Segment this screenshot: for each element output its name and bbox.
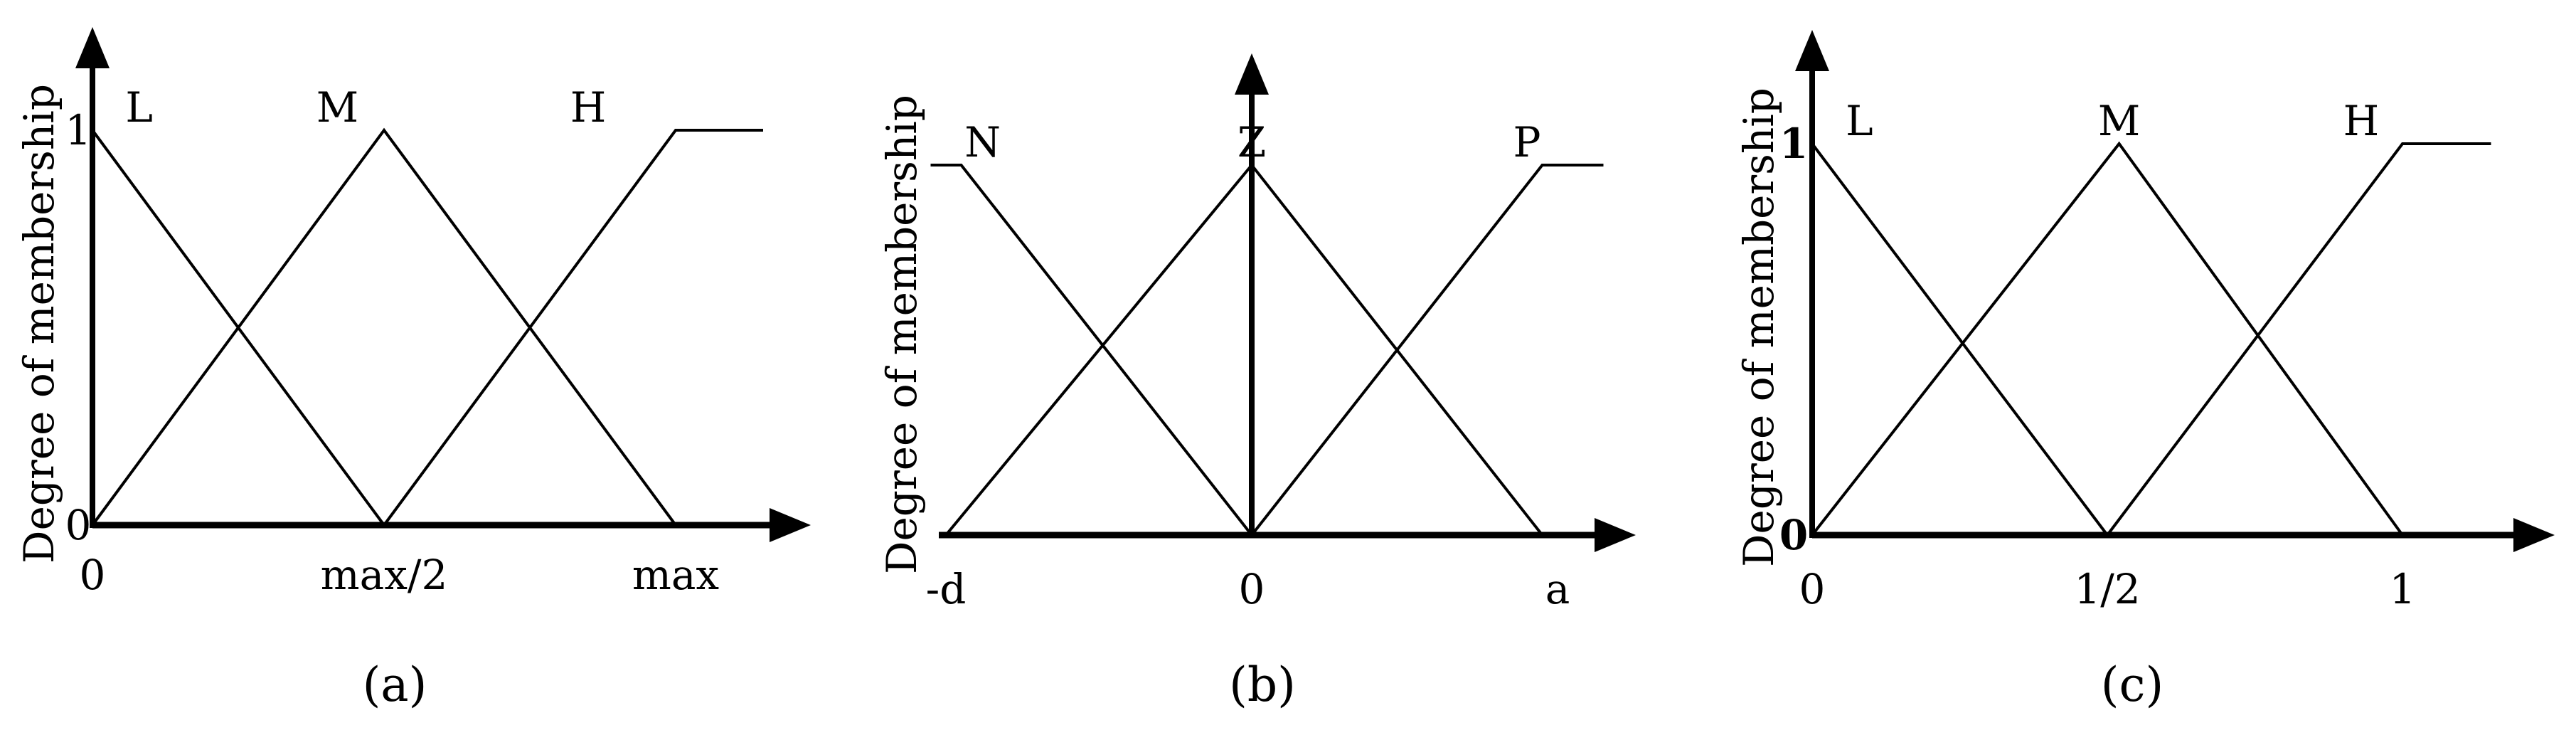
series-label-L: L [125, 83, 153, 132]
x-tick-label: max [632, 551, 719, 599]
series-line-L [1811, 142, 2109, 536]
x-tick-label: -d [926, 565, 967, 613]
x-axis-arrow [770, 508, 811, 542]
x-tick-label: 0 [80, 551, 106, 599]
y-tick-label: 1 [1779, 120, 1808, 168]
series-label-H: H [2343, 97, 2380, 145]
x-tick-label: max/2 [321, 551, 448, 599]
series-label-L: L [1846, 97, 1873, 145]
y-tick-label: 1 [65, 106, 92, 154]
y-tick-label: 0 [65, 501, 92, 549]
series-line-H [2106, 142, 2491, 536]
x-axis-arrow [1595, 518, 1636, 552]
y-axis-arrow [1235, 53, 1269, 95]
x-tick-label: 0 [1799, 565, 1826, 613]
panel-caption: (c) [2101, 657, 2163, 712]
series-line-P [1250, 164, 1604, 536]
x-tick-label: a [1545, 565, 1570, 613]
series-label-P: P [1513, 118, 1540, 166]
y-axis-label: Degree of membership [15, 84, 63, 564]
y-axis-label: Degree of membership [1735, 88, 1783, 567]
series-label-Z: Z [1238, 118, 1266, 166]
series-label-M: M [2098, 97, 2140, 145]
y-axis-arrow [1795, 30, 1829, 71]
x-tick-label: 0 [1239, 565, 1265, 613]
series-line-Z [944, 162, 1544, 536]
x-tick-label: 1 [2390, 565, 2416, 613]
x-tick-label: 1/2 [2074, 565, 2140, 613]
y-axis-label: Degree of membership [878, 95, 926, 574]
y-axis-arrow [75, 27, 110, 68]
series-label-M: M [316, 83, 358, 132]
x-axis-arrow [2513, 518, 2555, 552]
series-line-N [930, 164, 1253, 536]
panel-caption: (b) [1229, 657, 1296, 712]
panel-caption: (a) [363, 657, 427, 712]
y-tick-label: 0 [1779, 511, 1808, 559]
series-line-M [1811, 141, 2404, 536]
chart-panel-2: N Z P -d 0 a Degree of membership (b) [878, 53, 1636, 712]
series-label-H: H [570, 83, 607, 132]
series-label-N: N [964, 118, 1001, 166]
series-line-M [91, 127, 677, 527]
series-line-H [383, 129, 763, 527]
